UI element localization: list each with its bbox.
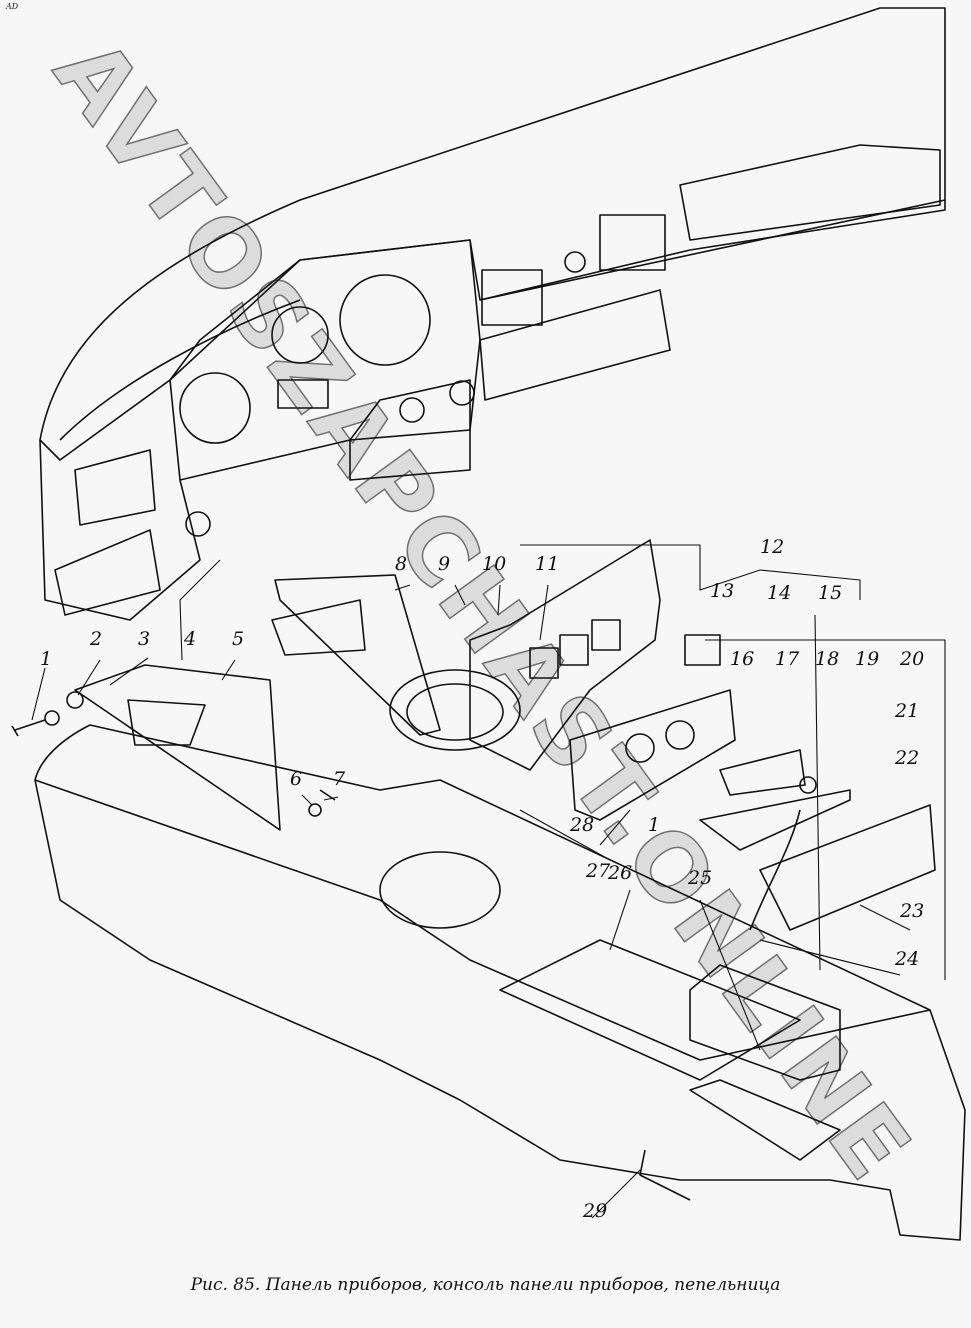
ashtray-cover-23	[759, 804, 936, 931]
callout-11: 11	[535, 553, 560, 575]
callout-21: 21	[895, 700, 920, 722]
glovebox-lid	[679, 144, 941, 241]
corner-mark: AD	[6, 2, 19, 11]
left-vent	[74, 449, 156, 526]
callout-14: 14	[767, 582, 792, 604]
callout-16: 16	[730, 648, 755, 670]
center-vent	[481, 269, 543, 326]
ashtray-19	[719, 749, 806, 796]
left-grille	[54, 529, 161, 616]
switch-14	[684, 634, 721, 666]
trim-panel-5	[74, 664, 281, 831]
lighter-wire	[749, 809, 801, 931]
callout-26: 26	[608, 862, 633, 884]
callout-1b: 1	[648, 814, 661, 836]
storage-tray	[499, 939, 801, 1081]
callout-15: 15	[818, 582, 843, 604]
shift-ring-27	[389, 669, 521, 751]
callout-24: 24	[895, 948, 920, 970]
callout-17: 17	[775, 648, 800, 670]
callout-27: 27	[586, 860, 611, 882]
callout-20: 20	[900, 648, 925, 670]
callout-13: 13	[710, 580, 735, 602]
callout-22: 22	[895, 747, 920, 769]
instrument-cluster	[169, 239, 481, 481]
right-vent	[599, 214, 666, 271]
callout-6: 6	[290, 768, 303, 790]
callout-18: 18	[815, 648, 840, 670]
callout-12: 12	[760, 536, 785, 558]
callout-5: 5	[232, 628, 245, 650]
console-body	[34, 724, 966, 1241]
dashboard-top	[39, 7, 946, 461]
callout-28: 28	[570, 814, 595, 836]
callout-1: 1	[40, 648, 53, 670]
screw-1	[11, 719, 46, 737]
callout-8: 8	[395, 553, 408, 575]
callout-29: 29	[583, 1200, 608, 1222]
callout-9: 9	[438, 553, 451, 575]
callout-10: 10	[482, 553, 507, 575]
callout-25: 25	[688, 867, 713, 889]
figure-caption: Рис. 85. Панель приборов, консоль панели…	[190, 1275, 781, 1295]
callout-4: 4	[184, 628, 197, 650]
callout-23: 23	[900, 900, 925, 922]
callout-3: 3	[138, 628, 151, 650]
trim-panel-8	[274, 574, 441, 736]
ashtray-bracket-21	[699, 789, 851, 851]
armrest-25	[689, 964, 841, 1081]
switch-panel-12	[469, 539, 661, 771]
callout-7: 7	[333, 768, 346, 790]
callout-19: 19	[855, 648, 880, 670]
callout-2: 2	[90, 628, 103, 650]
heater-panel-16	[569, 689, 736, 821]
